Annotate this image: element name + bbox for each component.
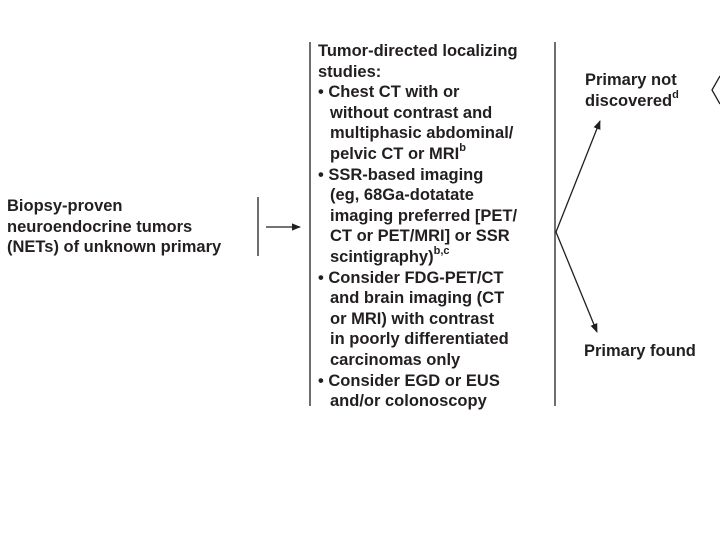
start-node-line: neuroendocrine tumors xyxy=(7,217,193,236)
study-item-text: without contrast and xyxy=(330,103,493,122)
bullet-glyph: • xyxy=(318,268,324,287)
outcome-line: Primary found xyxy=(584,342,696,360)
footnote-ref[interactable]: b,c xyxy=(433,245,450,258)
study-item-text: in poorly differentiated xyxy=(330,330,509,349)
study-item-egd-eus: • Consider EGD or EUS xyxy=(318,371,518,392)
study-item-text: Consider FDG-PET/CT xyxy=(328,268,504,287)
localizing-studies-node: Tumor-directed localizing studies: • Che… xyxy=(318,41,518,412)
study-item-text: carcinomas only xyxy=(330,350,461,369)
study-item-text: imaging preferred [PET/ xyxy=(330,206,518,225)
footnote-ref[interactable]: b xyxy=(459,142,467,155)
study-item-text: Chest CT with or xyxy=(328,83,460,102)
study-item-text: and/or colonoscopy xyxy=(330,392,487,411)
study-item-ssr-imaging: • SSR-based imaging xyxy=(318,165,518,186)
continuation-brace xyxy=(711,75,720,105)
start-node-biopsy-proven-nets: Biopsy-proven neuroendocrine tumors (NET… xyxy=(7,196,221,258)
study-item-text: and brain imaging (CT xyxy=(330,289,505,308)
study-item-chest-ct: • Chest CT with or xyxy=(318,82,518,103)
study-item-text: (eg, 68Ga-dotatate xyxy=(330,186,474,205)
studies-heading-line: studies: xyxy=(318,62,382,81)
study-item-text: CT or PET/MRI] or SSR xyxy=(330,227,510,246)
study-item-text: multiphasic abdominal/ xyxy=(330,124,514,143)
outcome-primary-found: Primary found xyxy=(584,341,696,362)
study-item-text: pelvic CT or MRI xyxy=(330,144,460,163)
bullet-glyph: • xyxy=(318,165,324,184)
study-item-text: or MRI) with contrast xyxy=(330,309,495,328)
study-item-text: Consider EGD or EUS xyxy=(328,371,500,390)
study-item-text: SSR-based imaging xyxy=(328,165,484,184)
study-item-fdg-pet: • Consider FDG-PET/CT xyxy=(318,268,518,289)
bullet-glyph: • xyxy=(318,83,324,102)
studies-heading-line: Tumor-directed localizing xyxy=(318,42,518,60)
footnote-ref[interactable]: d xyxy=(672,89,679,102)
outcome-line: discovered xyxy=(585,91,673,110)
arrow-to-found xyxy=(555,231,598,333)
bullet-glyph: • xyxy=(318,371,324,390)
study-item-text-with-footnote: scintigraphy)b,c xyxy=(318,245,518,268)
start-node-line: Biopsy-proven xyxy=(7,197,123,215)
study-item-text: scintigraphy) xyxy=(330,247,434,266)
outcome-line-with-footnote: discoveredd xyxy=(585,89,679,112)
start-node-line: (NETs) of unknown primary xyxy=(7,238,222,257)
outcome-line: Primary not xyxy=(585,71,677,89)
arrow-to-not-discovered xyxy=(555,120,601,233)
outcome-primary-not-discovered: Primary not discoveredd xyxy=(585,70,679,111)
study-item-text-with-footnote: pelvic CT or MRIb xyxy=(318,142,518,165)
